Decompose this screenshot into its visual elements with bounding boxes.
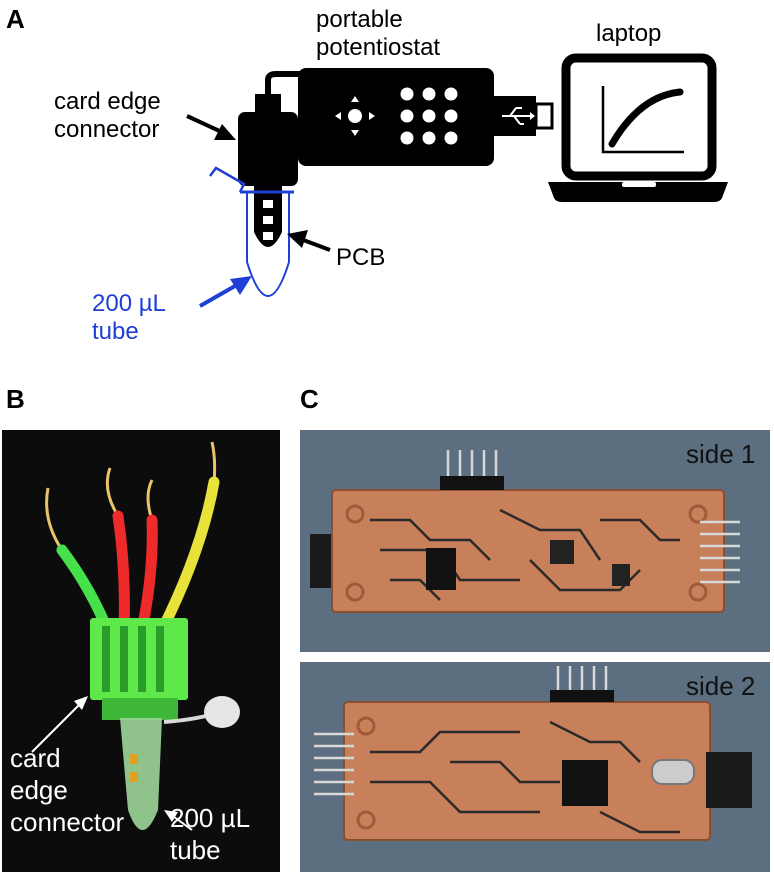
dpad-center [348, 109, 362, 123]
potentiostat-buttons [400, 87, 458, 145]
connector-label: card edge connector [54, 88, 161, 143]
panel-b-letter: B [6, 384, 25, 414]
tube-arrow [199, 276, 252, 308]
connector-neck [255, 94, 281, 112]
photo-b-tube-label: 200 µL tube [170, 803, 251, 865]
pcb [254, 184, 282, 247]
dpad-up-icon [351, 96, 359, 102]
photo-c-side1-art [310, 450, 740, 613]
laptop-base [548, 182, 728, 202]
tube-label: 200 µL tube [92, 290, 166, 345]
connector-arrow [186, 114, 236, 140]
dpad-left-icon [335, 112, 341, 120]
photo-b-art [31, 441, 240, 831]
pcb-label: PCB [336, 244, 386, 271]
photo-c-side2: side 2 [300, 662, 770, 872]
laptop-trackpad [622, 182, 656, 187]
side1-label: side 1 [686, 439, 756, 469]
pcb-pad [263, 232, 273, 240]
wire-red-1 [112, 510, 130, 636]
panel-a-letter: A [6, 4, 25, 34]
photo-b: card edge connector 200 µL tube [2, 430, 280, 872]
dpad-right-icon [369, 112, 375, 120]
photo-c-side1: side 1 [300, 430, 770, 652]
potentiostat-label: portable potentiostat [316, 6, 441, 61]
chip-2 [562, 760, 608, 806]
pcb-arrow [287, 230, 331, 252]
pcb-pad [263, 200, 273, 208]
panel-a-diagram [186, 53, 728, 308]
tube-outline [246, 191, 290, 297]
photo-tube [120, 718, 162, 830]
laptop-screen [561, 53, 717, 181]
wire-red-2 [136, 514, 158, 636]
usb-tip [534, 102, 554, 130]
photo-c-side2-art [314, 666, 752, 841]
usb-icon [502, 107, 530, 125]
card-edge-connector [238, 112, 298, 186]
wire-yellow [156, 476, 220, 636]
laptop-label: laptop [596, 20, 662, 47]
potentiostat-body [298, 68, 494, 166]
side2-label: side 2 [686, 671, 756, 701]
tube-cap [209, 166, 246, 193]
dpad-down-icon [351, 130, 359, 136]
photo-tube-cap [204, 696, 240, 728]
usb-arrow-icon [530, 112, 535, 120]
connector-cable [265, 71, 308, 96]
panel-c-letter: C [300, 384, 319, 414]
photo-b-connector-label: card edge connector [10, 743, 125, 837]
chip-1 [426, 548, 456, 590]
pcb-pad [263, 216, 273, 224]
laptop-plot-icon [601, 86, 684, 154]
